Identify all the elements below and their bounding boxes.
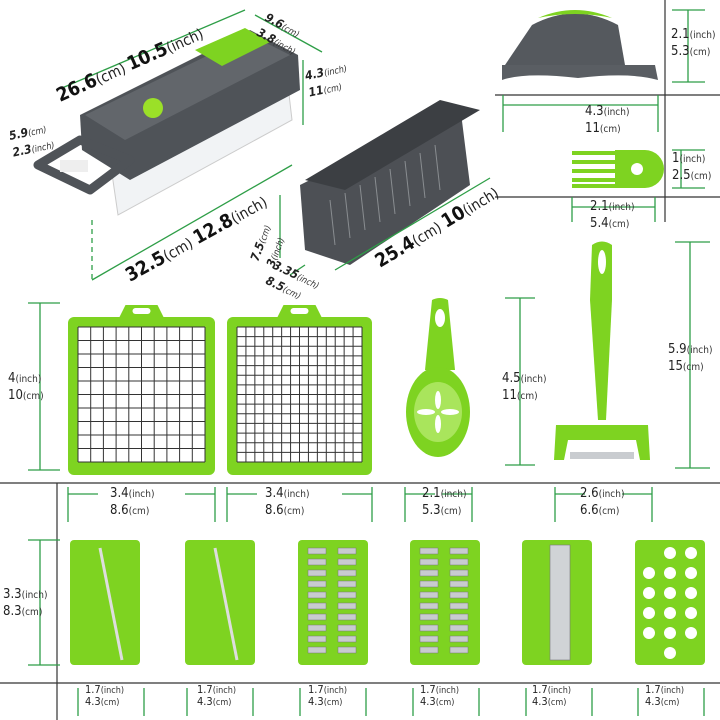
blade-insert-1: [70, 540, 140, 665]
dimension-secondary: 4.3(cm): [197, 695, 231, 708]
dimension-primary: 1(inch): [672, 151, 705, 166]
dimension-primary: 2.1(inch): [671, 27, 715, 42]
dicing-grid-1: [68, 305, 215, 475]
dimension-label-hand-guard-width: 4.3(inch) 11(cm): [585, 104, 629, 136]
dimension-secondary: 11(cm): [307, 79, 343, 100]
blade-insert-3: [298, 540, 368, 665]
dimension-secondary: 8.6(cm): [110, 503, 149, 518]
dimension-label-chopper-height: 4.3(inch)11(cm): [304, 60, 348, 100]
dicing-grid-2: [227, 305, 372, 475]
dimension-label-blade-2-width: 1.7(inch)4.3(cm): [197, 683, 236, 708]
dimension-secondary: 10(cm): [8, 388, 44, 403]
dimension-label-dicing-grid-1-width: 3.4(inch) 8.6(cm): [110, 486, 154, 518]
cleaning-rake: [572, 150, 664, 188]
dimension-secondary: 4.3(cm): [532, 695, 566, 708]
dicing-grids: [68, 305, 372, 475]
dimension-label-basket-width: 3.35(inch)8.5(cm): [264, 258, 321, 302]
dimension-label-blade-1-width: 1.7(inch)4.3(cm): [85, 683, 124, 708]
blade-insert-2: [185, 540, 255, 665]
dimension-label-egg-separator-width: 2.1(inch) 5.3(cm): [422, 486, 466, 518]
dimension-secondary: 8.6(cm): [265, 503, 304, 518]
dimension-primary: 1.7(inch): [645, 683, 684, 696]
dimension-primary: 4.3(inch): [585, 104, 629, 119]
dimension-label-cleaning-rake-height: 1(inch) 2.5(cm): [672, 151, 711, 183]
dimension-primary: 1.7(inch): [308, 683, 347, 696]
dimension-primary: 1.7(inch): [85, 683, 124, 696]
dimension-secondary: 5.3(cm): [422, 503, 461, 518]
dimension-primary: 4.3(inch): [304, 60, 348, 83]
dimension-primary: 3.4(inch): [265, 486, 309, 501]
dimension-label-chopper-handle: 5.9(cm)2.3(inch): [8, 121, 56, 160]
dimension-primary: 1.7(inch): [532, 683, 571, 696]
dimension-label-blade-4-width: 1.7(inch)4.3(cm): [420, 683, 459, 708]
dimension-primary: 2.1(inch): [590, 199, 634, 214]
blade-insert-6: [635, 540, 705, 665]
dimension-secondary: 4.3(cm): [85, 695, 119, 708]
dimension-primary: 1.7(inch): [197, 683, 236, 696]
dimension-primary: 5.9(cm): [8, 121, 48, 143]
blade-inserts: [70, 540, 705, 665]
dimension-primary: 32.5(cm)12.8(inch): [122, 190, 271, 286]
dimension-primary: 2.1(inch): [422, 486, 466, 501]
dimension-primary: 3.3(inch): [3, 587, 47, 602]
dimension-label-dicing-grid-height: 4(inch) 10(cm): [8, 371, 44, 403]
dimension-label-peeler-width: 2.6(inch) 6.6(cm): [580, 486, 624, 518]
peeler: [554, 241, 650, 460]
dimension-label-cleaning-rake-width: 2.1(inch) 5.4(cm): [590, 199, 634, 231]
egg-separator: [406, 298, 470, 457]
dimension-secondary: 15(cm): [668, 359, 704, 374]
dimension-primary: 5.9(inch): [668, 342, 712, 357]
dimension-primary: 2.6(inch): [580, 486, 624, 501]
dimension-secondary: 8.3(cm): [3, 604, 42, 619]
dimension-label-peeler-height: 5.9(inch) 15(cm): [668, 342, 712, 374]
dimension-label-blade-6-width: 1.7(inch)4.3(cm): [645, 683, 684, 708]
dimension-secondary: 4.3(cm): [420, 695, 454, 708]
dimension-lines: [28, 9, 710, 716]
dimension-label-chopper-length-bottom: 32.5(cm)12.8(inch): [122, 190, 271, 286]
dimension-secondary: 11(cm): [585, 121, 621, 136]
dimension-primary: 4.5(inch): [502, 371, 546, 386]
dimension-label-blade-5-width: 1.7(inch)4.3(cm): [532, 683, 571, 708]
dimension-secondary: 4.3(cm): [645, 695, 679, 708]
dimension-secondary: 4.3(cm): [308, 695, 342, 708]
dimension-label-dicing-grid-2-width: 3.4(inch) 8.6(cm): [265, 486, 309, 518]
dimension-primary: 4(inch): [8, 371, 41, 386]
blade-insert-4: [410, 540, 480, 665]
dimension-secondary: 11(cm): [502, 388, 538, 403]
dimension-secondary: 5.4(cm): [590, 216, 629, 231]
dimension-primary: 1.7(inch): [420, 683, 459, 696]
dimension-secondary: 2.3(inch): [11, 137, 55, 160]
dimension-primary: 3.4(inch): [110, 486, 154, 501]
blade-insert-5: [522, 540, 592, 665]
vegetable-chopper: [33, 28, 300, 216]
dimension-label-hand-guard-height: 2.1(inch) 5.3(cm): [671, 27, 715, 59]
dimension-secondary: 6.6(cm): [580, 503, 619, 518]
dimension-secondary: 5.3(cm): [671, 44, 710, 59]
dimension-label-egg-separator-height: 4.5(inch) 11(cm): [502, 371, 546, 403]
hand-guard: [502, 10, 658, 80]
dimension-label-blade-height: 3.3(inch) 8.3(cm): [3, 587, 47, 619]
dimension-label-blade-3-width: 1.7(inch)4.3(cm): [308, 683, 347, 708]
dimension-secondary: 2.5(cm): [672, 168, 711, 183]
drain-basket: [300, 100, 480, 265]
